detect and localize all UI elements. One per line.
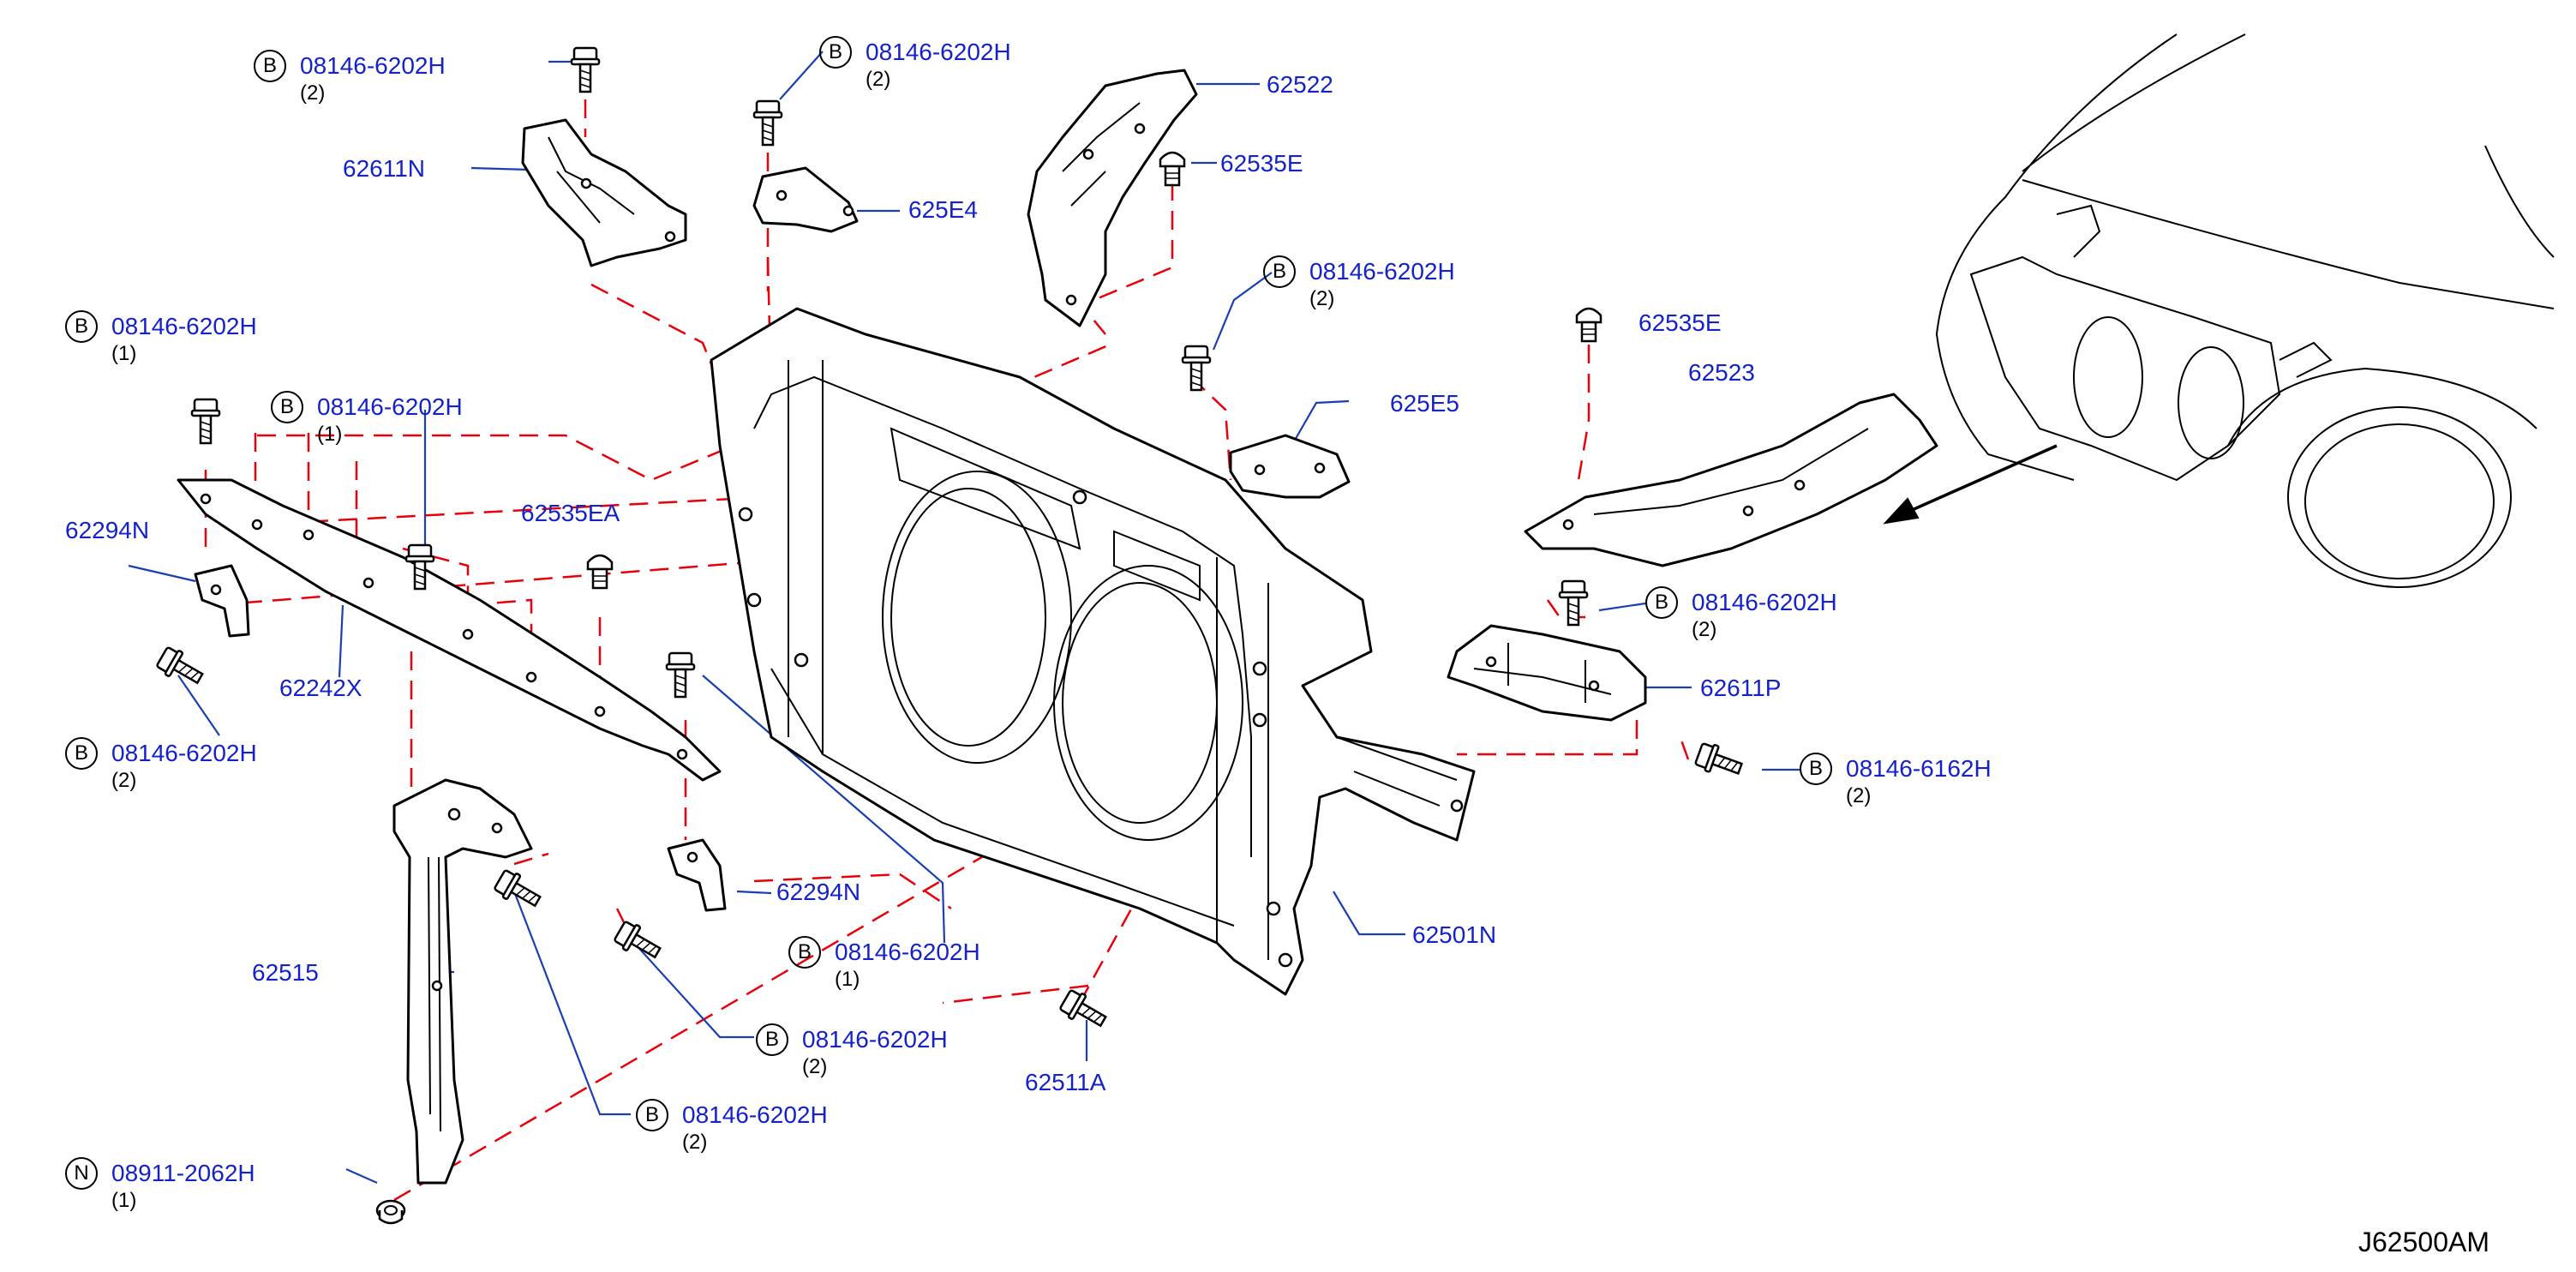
part-number-label: 625E5 (1390, 390, 1459, 417)
part-number-label: 08146-6162H (1846, 755, 1992, 782)
quantity-label: (2) (111, 769, 137, 792)
arrow-icon (1883, 444, 2058, 525)
circled-letter-icon: B (636, 1099, 668, 1131)
circled-letter-icon: B (65, 310, 98, 343)
part-number-label: 62511A (1025, 1069, 1106, 1095)
part-number-label: 08146-6202H (1692, 589, 1837, 615)
quantity-label: (1) (835, 968, 860, 991)
circled-letter-icon: B (254, 50, 286, 82)
flange-nut-icon (375, 1199, 406, 1225)
circled-letter-icon: B (65, 737, 98, 770)
quantity-label: (2) (300, 81, 326, 105)
bracket-62611p (1447, 624, 1647, 722)
part-number-label: 08146-6202H (111, 313, 257, 339)
part-number-label: 08146-6202H (835, 939, 980, 965)
flange-bolt-icon (1057, 986, 1111, 1035)
circled-letter-icon: N (65, 1157, 98, 1190)
flange-bolt-icon (153, 643, 208, 692)
flange-bolt-icon (190, 398, 221, 445)
part-number-label: 62515 (252, 959, 319, 986)
part-number-label: 62535E (1220, 150, 1303, 177)
part-number-label: 08146-6202H (866, 39, 1011, 65)
part-number-label: 62501N (1412, 921, 1497, 948)
flange-bolt-icon (1558, 579, 1589, 627)
part-number-label: 62294N (65, 517, 150, 543)
push-clip-icon (1575, 307, 1603, 343)
quantity-label: (2) (1692, 618, 1717, 641)
part-number-label: 08146-6202H (682, 1101, 828, 1128)
part-number-label: 08146-6202H (111, 740, 257, 766)
bracket-62294n-mid (667, 838, 727, 912)
push-clip-icon (586, 554, 614, 590)
flange-bolt-icon (611, 917, 666, 966)
flange-bolt-icon (570, 46, 601, 93)
quantity-label: (1) (111, 1189, 137, 1212)
push-clip-icon (1159, 151, 1186, 187)
part-number-label: 62611N (343, 155, 426, 182)
flange-bolt-icon (491, 866, 546, 915)
vehicle-locator (1935, 33, 2555, 588)
stay-62515 (392, 778, 533, 1185)
part-number-label: 62535E (1638, 309, 1722, 336)
bracket-62294n-left (194, 564, 250, 638)
flange-bolt-icon (1181, 345, 1212, 392)
circled-letter-icon: B (1800, 753, 1832, 785)
diagram-reference-code: J62500AM (2358, 1227, 2489, 1257)
upper-support-62242x (177, 478, 722, 782)
quantity-label: (1) (111, 342, 137, 365)
flange-bolt-icon (665, 651, 696, 699)
circled-letter-icon: B (788, 936, 821, 969)
radiator-core-support (710, 307, 1476, 996)
bracket-62611n (521, 118, 687, 267)
part-number-label: 62522 (1267, 71, 1333, 98)
side-member-62523 (1524, 393, 1938, 567)
flange-bolt-icon (1692, 739, 1746, 783)
quantity-label: (1) (317, 423, 343, 446)
part-number-label: 08146-6202H (300, 52, 446, 79)
quantity-label: (2) (802, 1055, 828, 1078)
flange-bolt-icon (752, 99, 783, 147)
part-number-label: 62611P (1700, 675, 1782, 701)
part-number-label: 08146-6202H (317, 393, 463, 420)
circled-letter-icon: B (756, 1023, 788, 1056)
quantity-label: (2) (1846, 784, 1872, 807)
upper-bracket-62522 (1027, 69, 1198, 327)
quantity-label: (2) (1309, 287, 1335, 310)
part-number-label: 62523 (1688, 359, 1755, 386)
part-number-label: 08146-6202H (802, 1026, 948, 1053)
part-number-label: 08911-2062H (111, 1160, 255, 1186)
circled-letter-icon: B (1263, 255, 1296, 288)
circled-letter-icon: B (1645, 586, 1678, 619)
part-number-label: 625E4 (908, 196, 978, 223)
part-number-label: 62535EA (521, 500, 620, 526)
part-number-label: 62294N (776, 879, 861, 905)
circled-letter-icon: B (271, 391, 303, 423)
circled-letter-icon: B (819, 36, 852, 69)
part-number-label: 62242X (279, 675, 362, 701)
part-number-label: 08146-6202H (1309, 258, 1455, 285)
bracket-625e5 (1229, 434, 1351, 499)
bracket-625e4 (752, 166, 859, 233)
quantity-label: (2) (682, 1131, 708, 1154)
quantity-label: (2) (866, 68, 891, 91)
